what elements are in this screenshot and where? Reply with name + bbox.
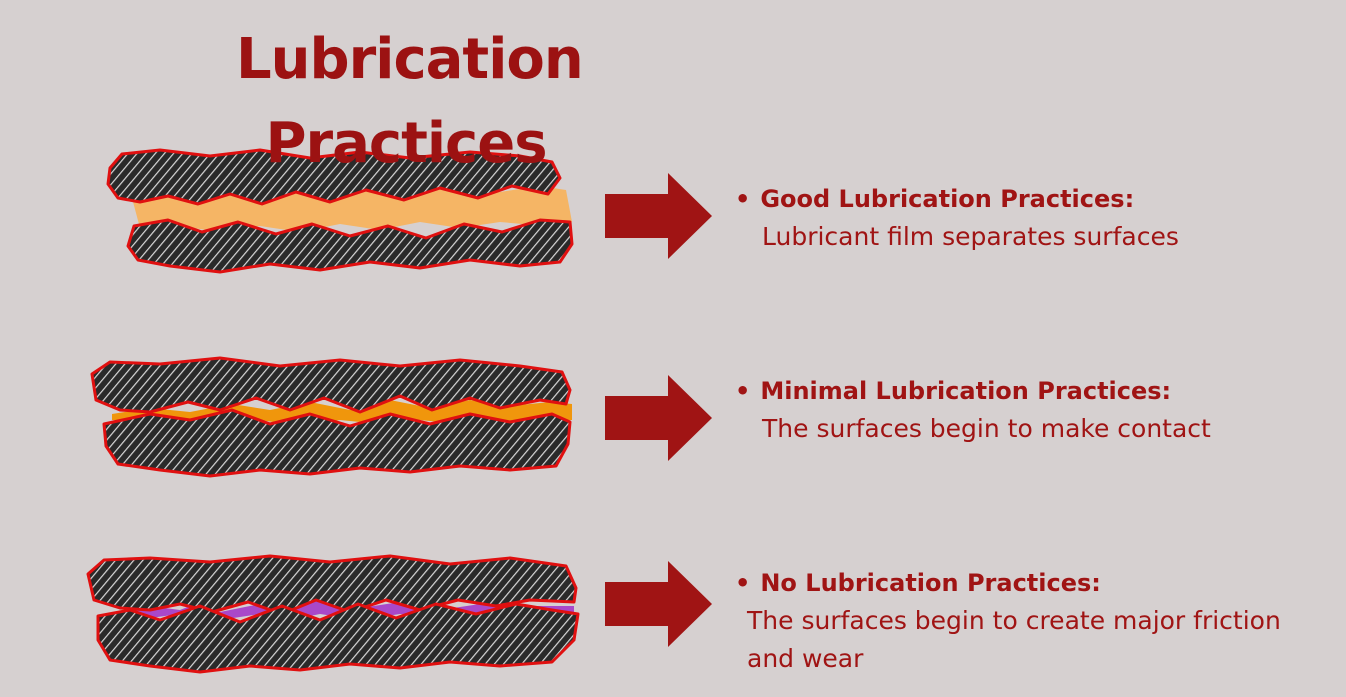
surface-pair-none (86, 554, 580, 674)
arrow-right-icon (605, 375, 712, 461)
row-no-lubrication: • No Lubrication Practices: The surfaces … (735, 568, 1335, 678)
upper-surface-none (86, 554, 578, 616)
lower-surface-none (96, 602, 580, 674)
row-description: The surfaces begin to create major frict… (747, 606, 1281, 673)
bullet-icon: • (735, 569, 751, 597)
upper-surface-good (106, 148, 562, 206)
arrow-right-icon (605, 173, 712, 259)
surface-pair-minimal (90, 356, 572, 478)
bullet-icon: • (735, 377, 751, 405)
heading-text: No Lubrication Practices: (760, 569, 1101, 597)
row-good-lubrication: • Good Lubrication Practices: Lubricant f… (735, 184, 1295, 256)
surface-pair-good (106, 148, 574, 274)
heading-text: Good Lubrication Practices: (760, 185, 1135, 213)
lower-surface-good (126, 218, 574, 274)
page-title: Lubrication Practices (236, 18, 584, 186)
arrow-right-icon (605, 561, 712, 647)
heading-text: Minimal Lubrication Practices: (760, 377, 1172, 405)
row-description: The surfaces begin to make contact (762, 414, 1211, 443)
row-heading: • Minimal Lubrication Practices: (735, 376, 1315, 406)
row-heading: • Good Lubrication Practices: (735, 184, 1295, 214)
row-heading: • No Lubrication Practices: (735, 568, 1335, 598)
upper-surface-minimal (90, 356, 572, 414)
bullet-icon: • (735, 185, 751, 213)
row-description: Lubricant film separates surfaces (762, 222, 1179, 251)
lower-surface-minimal (102, 408, 572, 478)
row-minimal-lubrication: • Minimal Lubrication Practices: The surf… (735, 376, 1315, 448)
title-line-2: Practices (265, 111, 547, 176)
title-line-1: Lubrication (236, 27, 584, 92)
